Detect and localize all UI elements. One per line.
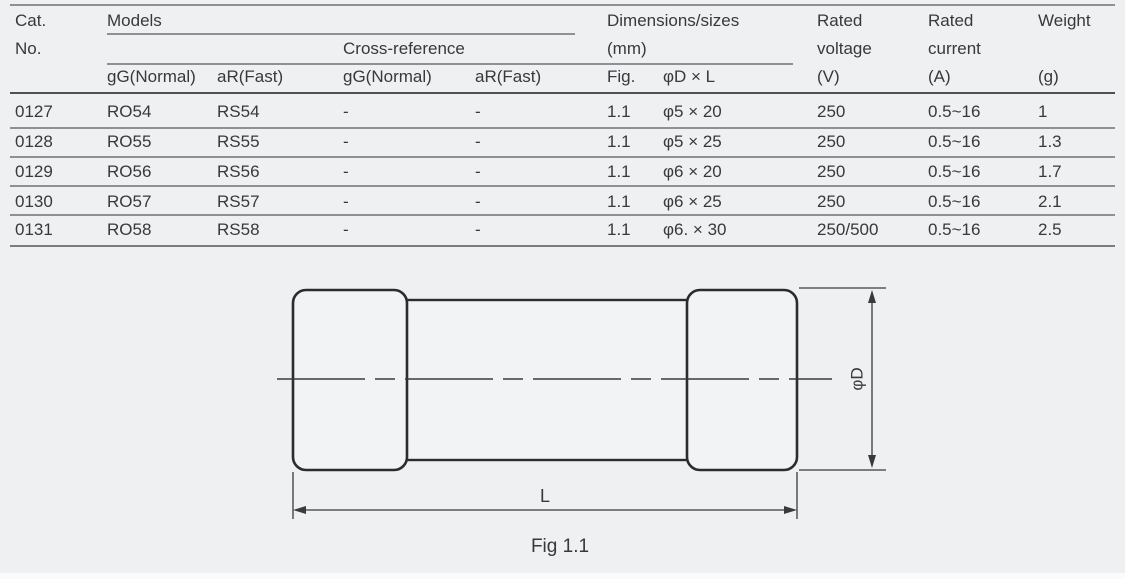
table-cell-current: 0.5~16	[928, 192, 981, 211]
table-cell-weight: 1.3	[1038, 132, 1062, 151]
table-cell-crossref-gg: -	[343, 192, 349, 211]
table-cell-cat: 0130	[15, 192, 53, 211]
table-cell-weight: 2.1	[1038, 192, 1062, 211]
header-rated-voltage-1: Rated	[817, 11, 863, 30]
length-arrow-right	[784, 506, 797, 514]
header-weight: Weight	[1038, 11, 1091, 30]
table-cell-crossref-ar: -	[475, 162, 481, 181]
table-top-rule	[10, 4, 1115, 6]
table-cell-cat: 0128	[15, 132, 53, 151]
subheader-crossref-ar-fast: aR(Fast)	[475, 67, 542, 86]
table-cell-fig: 1.1	[607, 192, 631, 211]
table-cell-cat: 0129	[15, 162, 53, 181]
table-cell-current: 0.5~16	[928, 162, 981, 181]
length-label: L	[540, 486, 550, 506]
table-cell-ar: RS55	[217, 132, 260, 151]
header-cross-reference: Cross-reference	[343, 39, 465, 58]
subheader-ar-fast: aR(Fast)	[217, 67, 284, 86]
table-cell-crossref-ar: -	[475, 220, 481, 239]
header-no: No.	[15, 39, 42, 58]
table-cell-current: 0.5~16	[928, 220, 981, 239]
table-cell-ar: RS57	[217, 192, 260, 211]
table-cell-weight: 1	[1038, 102, 1048, 121]
table-cell-weight: 2.5	[1038, 220, 1062, 239]
table-cell-gg: RO57	[107, 192, 152, 211]
subheader-fig: Fig.	[607, 67, 636, 86]
header-rated-voltage-unit: (V)	[817, 67, 840, 86]
header-dimensions-unit: (mm)	[607, 39, 647, 58]
subheader-gg-normal: gG(Normal)	[107, 67, 196, 86]
table-cell-cat: 0127	[15, 102, 53, 121]
row-separator-3	[10, 185, 1115, 187]
subheader-crossref-gg-normal: gG(Normal)	[343, 67, 432, 86]
header-bottom-rule	[10, 92, 1115, 94]
table-bottom-rule	[10, 245, 1115, 247]
subheader-d-x-l: φD × L	[663, 67, 716, 86]
table-cell-size: φ6 × 20	[663, 162, 722, 181]
diameter-arrow-down	[868, 455, 876, 468]
fuse-left-cap	[291, 288, 409, 472]
table-cell-crossref-ar: -	[475, 102, 481, 121]
table-cell-crossref-ar: -	[475, 132, 481, 151]
table-cell-gg: RO56	[107, 162, 152, 181]
table-cell-current: 0.5~16	[928, 132, 981, 151]
header-dimensions: Dimensions/sizes	[607, 11, 740, 30]
models-underline	[107, 33, 575, 35]
table-cell-size: φ6 × 25	[663, 192, 722, 211]
diameter-arrow-up	[868, 290, 876, 303]
table-cell-ar: RS56	[217, 162, 260, 181]
table-cell-fig: 1.1	[607, 102, 631, 121]
table-cell-crossref-gg: -	[343, 220, 349, 239]
table-cell-voltage: 250	[817, 132, 846, 151]
row-separator-1	[10, 127, 1115, 129]
figure-caption: Fig 1.1	[530, 536, 590, 557]
table-cell-current: 0.5~16	[928, 102, 981, 121]
table-cell-voltage: 250	[817, 102, 846, 121]
table-cell-crossref-gg: -	[343, 132, 349, 151]
header-models: Models	[107, 11, 162, 30]
header-rated-current-1: Rated	[928, 11, 974, 30]
header-weight-unit: (g)	[1038, 67, 1059, 86]
fuse-body	[403, 298, 691, 462]
length-arrow-left	[293, 506, 306, 514]
table-cell-size: φ5 × 25	[663, 132, 722, 151]
header-rated-current-2: current	[928, 39, 981, 58]
diameter-label: φD	[847, 367, 866, 390]
page-bottom-margin	[0, 573, 1125, 579]
table-cell-fig: 1.1	[607, 162, 631, 181]
table-cell-fig: 1.1	[607, 220, 631, 239]
table-cell-voltage: 250	[817, 192, 846, 211]
row-separator-4	[10, 214, 1115, 216]
crossref-mm-underline	[107, 63, 793, 65]
header-rated-voltage-2: voltage	[817, 39, 872, 58]
table-cell-gg: RO55	[107, 132, 152, 151]
table-cell-weight: 1.7	[1038, 162, 1062, 181]
table-cell-crossref-ar: -	[475, 192, 481, 211]
table-cell-gg: RO58	[107, 220, 152, 239]
table-cell-crossref-gg: -	[343, 102, 349, 121]
header-cat: Cat.	[15, 11, 47, 30]
table-cell-fig: 1.1	[607, 132, 631, 151]
table-cell-cat: 0131	[15, 220, 53, 239]
table-cell-ar: RS58	[217, 220, 260, 239]
header-rated-current-unit: (A)	[928, 67, 951, 86]
table-cell-size: φ5 × 20	[663, 102, 722, 121]
fuse-right-cap	[685, 288, 799, 472]
table-cell-voltage: 250	[817, 162, 846, 181]
table-cell-gg: RO54	[107, 102, 152, 121]
table-cell-ar: RS54	[217, 102, 260, 121]
table-cell-crossref-gg: -	[343, 162, 349, 181]
table-cell-voltage: 250/500	[817, 220, 879, 239]
fuse-outline-drawing: φD L	[277, 287, 886, 519]
row-separator-2	[10, 156, 1115, 158]
table-cell-size: φ6. × 30	[663, 220, 727, 239]
